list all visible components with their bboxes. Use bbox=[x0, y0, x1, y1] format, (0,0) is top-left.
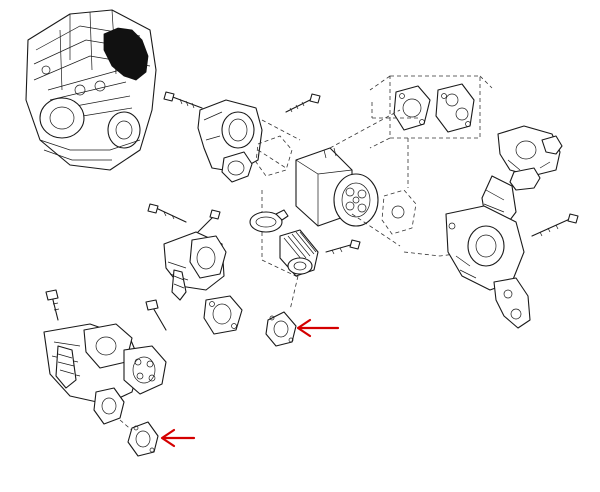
detail-gasket-left bbox=[393, 85, 431, 131]
bolt-right bbox=[531, 213, 579, 237]
upper-valve-housing bbox=[197, 99, 301, 183]
gasket-detail-box bbox=[369, 75, 493, 149]
flex-hose bbox=[279, 229, 319, 277]
left-arrow-icon bbox=[160, 428, 196, 448]
left-arrow-icon bbox=[296, 318, 340, 338]
middle-valve-housing bbox=[163, 231, 227, 301]
bolt-mid-left bbox=[147, 203, 187, 223]
lower-flange bbox=[93, 387, 125, 425]
egr-cooler bbox=[295, 109, 401, 247]
hose-to-gasket-line bbox=[289, 275, 299, 311]
upper-gasket bbox=[265, 311, 297, 347]
bolt-top-right bbox=[285, 93, 321, 113]
right-egr-valve bbox=[445, 125, 563, 329]
bolt-lower-left bbox=[45, 289, 60, 321]
hose-clamp bbox=[249, 209, 289, 233]
bolt-top-left bbox=[163, 91, 203, 109]
engine-overview bbox=[25, 9, 157, 171]
lower-valve-housing bbox=[43, 323, 167, 405]
bolt-center bbox=[325, 239, 361, 255]
middle-flange bbox=[203, 295, 243, 335]
upper-flange-gasket bbox=[255, 135, 293, 177]
detail-gasket-right bbox=[435, 83, 475, 133]
lower-gasket bbox=[127, 421, 159, 457]
egr-location-highlight bbox=[103, 27, 149, 81]
bolt-lower-mid bbox=[145, 299, 167, 331]
cooler-gasket bbox=[381, 189, 417, 235]
bolt-mid-right bbox=[197, 209, 221, 233]
